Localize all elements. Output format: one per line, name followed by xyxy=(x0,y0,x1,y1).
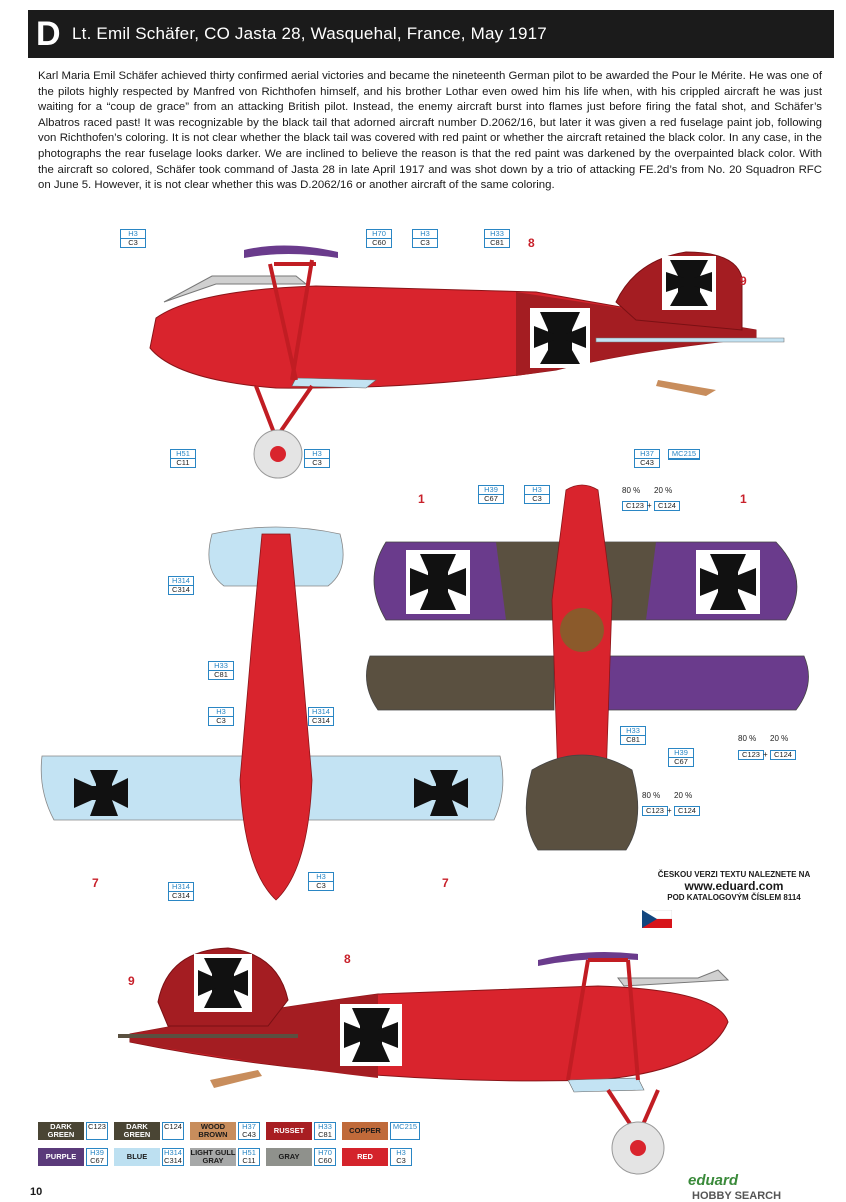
exhaust xyxy=(163,275,308,303)
underside-view xyxy=(40,526,504,901)
underside-cross-left xyxy=(74,770,128,816)
underside-fuselage xyxy=(239,533,313,901)
intro-paragraph: Karl Maria Emil Schäfer achieved thirty … xyxy=(38,70,822,192)
upper-tailplane xyxy=(525,754,639,851)
legend-swatch-copper: COPPER xyxy=(342,1122,388,1140)
upper-lower-wing-right xyxy=(605,655,809,711)
side-view-bottom xyxy=(118,947,730,1175)
color-legend: DARK GREEN C123 DARK GREEN C124 WOOD BRO… xyxy=(38,1122,448,1174)
legend-swatch-dark-green-2: DARK GREEN xyxy=(114,1122,160,1140)
legend-swatch-wood-brown: WOOD BROWN xyxy=(190,1122,236,1140)
czech-note-url[interactable]: www.eduard.com xyxy=(684,879,784,893)
lower-wing-edge xyxy=(291,377,377,389)
cockpit xyxy=(560,608,604,652)
page: D Lt. Emil Schäfer, CO Jasta 28, Wasqueh… xyxy=(28,10,834,1202)
landing-gear xyxy=(254,384,314,440)
marker-underside-7-right: 7 xyxy=(442,876,449,890)
tail-skid xyxy=(656,380,716,396)
czech-note: ČESKOU VERZI TEXTU NALEZNETE NA www.edua… xyxy=(634,870,834,928)
upper-cross-right xyxy=(696,550,760,614)
tailplane-bottom xyxy=(118,1034,298,1038)
wheel-hub-bottom xyxy=(630,1140,646,1156)
legend-code-copper: MC215 xyxy=(390,1122,420,1140)
legend-swatch-light-gull-gray: LIGHT GULL GRAY xyxy=(190,1148,236,1166)
watermark: HOBBY SEARCH xyxy=(692,1190,782,1202)
legend-swatch-purple: PURPLE xyxy=(38,1148,84,1166)
side-view-top xyxy=(149,245,785,479)
tail-skid-bottom xyxy=(210,1070,262,1088)
lower-wing-edge-bottom xyxy=(567,1077,645,1093)
czech-note-line1: ČESKOU VERZI TEXTU NALEZNETE NA xyxy=(657,870,811,879)
exhaust-bottom xyxy=(617,969,730,987)
legend-code-dark-green-2: C124 xyxy=(162,1122,184,1140)
marker-side-top-9: 9 xyxy=(740,274,747,288)
upper-lower-wing-left xyxy=(366,655,555,711)
marker-side-bottom-9: 9 xyxy=(128,974,135,988)
brand-logo: eduard xyxy=(688,1172,739,1189)
scheme-letter: D xyxy=(36,15,61,53)
wheel-hub xyxy=(270,446,286,462)
tail-cross xyxy=(662,256,716,310)
czech-note-line3: POD KATALOGOVÝM ČÍSLEM 8114 xyxy=(667,893,801,902)
legend-swatch-red: RED xyxy=(342,1148,388,1166)
marker-upper-1-left: 1 xyxy=(418,492,425,506)
legend-swatch-russet: RUSSET xyxy=(266,1122,312,1140)
marker-side-top-8: 8 xyxy=(528,236,535,250)
legend-swatch-blue: BLUE xyxy=(114,1148,160,1166)
title-bar: D Lt. Emil Schäfer, CO Jasta 28, Wasqueh… xyxy=(28,10,834,58)
legend-code-dark-green-1: C123 xyxy=(86,1122,108,1140)
upper-view xyxy=(366,484,809,851)
marker-side-bottom-8: 8 xyxy=(344,952,351,966)
cabane-struts xyxy=(268,259,316,381)
upper-cross-left xyxy=(406,550,470,614)
scheme-title: Lt. Emil Schäfer, CO Jasta 28, Wasquehal… xyxy=(72,24,547,43)
fuselage-cross xyxy=(530,308,590,368)
legend-swatch-gray: GRAY xyxy=(266,1148,312,1166)
tail-cross-bottom xyxy=(194,954,252,1012)
callout-side-bottom-4: MC215 xyxy=(668,449,700,460)
legend-swatch-dark-green-1: DARK GREEN xyxy=(38,1122,84,1140)
fuselage-cross-bottom xyxy=(340,1004,402,1066)
marker-upper-1-right: 1 xyxy=(740,492,747,506)
cabane-struts-bottom xyxy=(566,958,640,1081)
tailplane xyxy=(595,337,785,343)
underside-cross-right xyxy=(414,770,468,816)
upper-wing-edge xyxy=(244,245,338,258)
marker-underside-7-left: 7 xyxy=(92,876,99,890)
czech-flag-icon xyxy=(642,910,672,928)
page-number: 10 xyxy=(30,1186,43,1198)
